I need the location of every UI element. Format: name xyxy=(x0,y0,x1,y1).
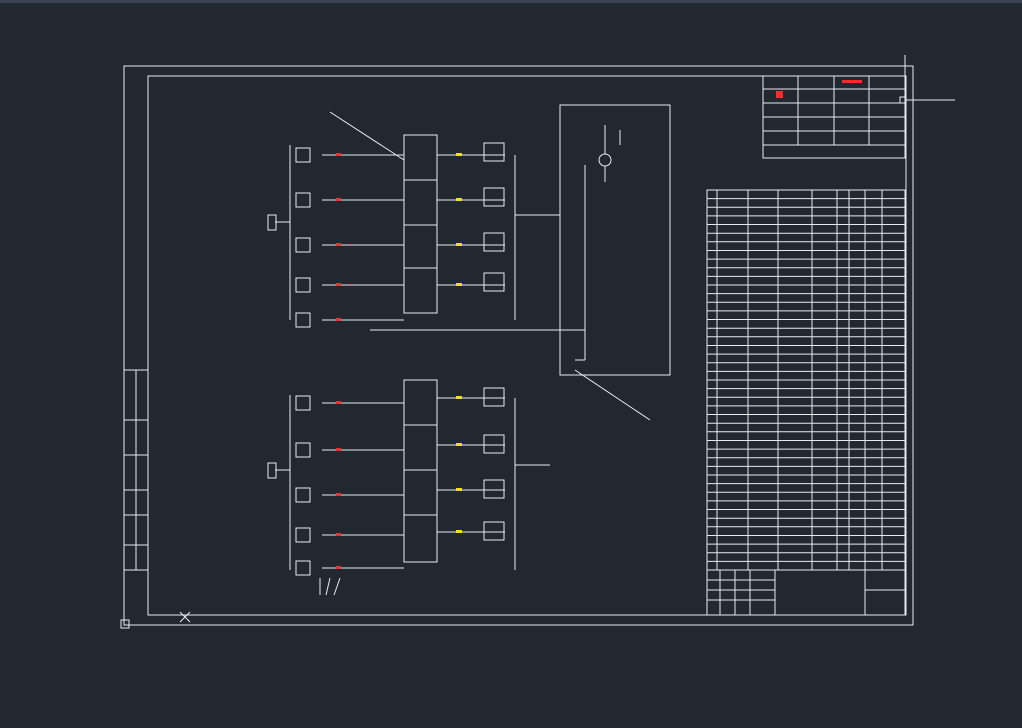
lower-distribution-section xyxy=(267,379,550,596)
meter-markers xyxy=(456,153,462,533)
legend-block xyxy=(762,55,955,159)
binding-strip xyxy=(123,369,149,571)
inner-frame xyxy=(147,75,907,616)
top-toolbar-strip xyxy=(0,0,1022,3)
breaker-markers xyxy=(336,80,862,569)
title-block xyxy=(706,569,906,616)
equipment-table xyxy=(706,189,906,571)
detail-box xyxy=(520,104,671,421)
upper-distribution-section xyxy=(267,111,560,331)
corner-marker xyxy=(120,619,130,629)
outer-frame xyxy=(123,65,914,626)
